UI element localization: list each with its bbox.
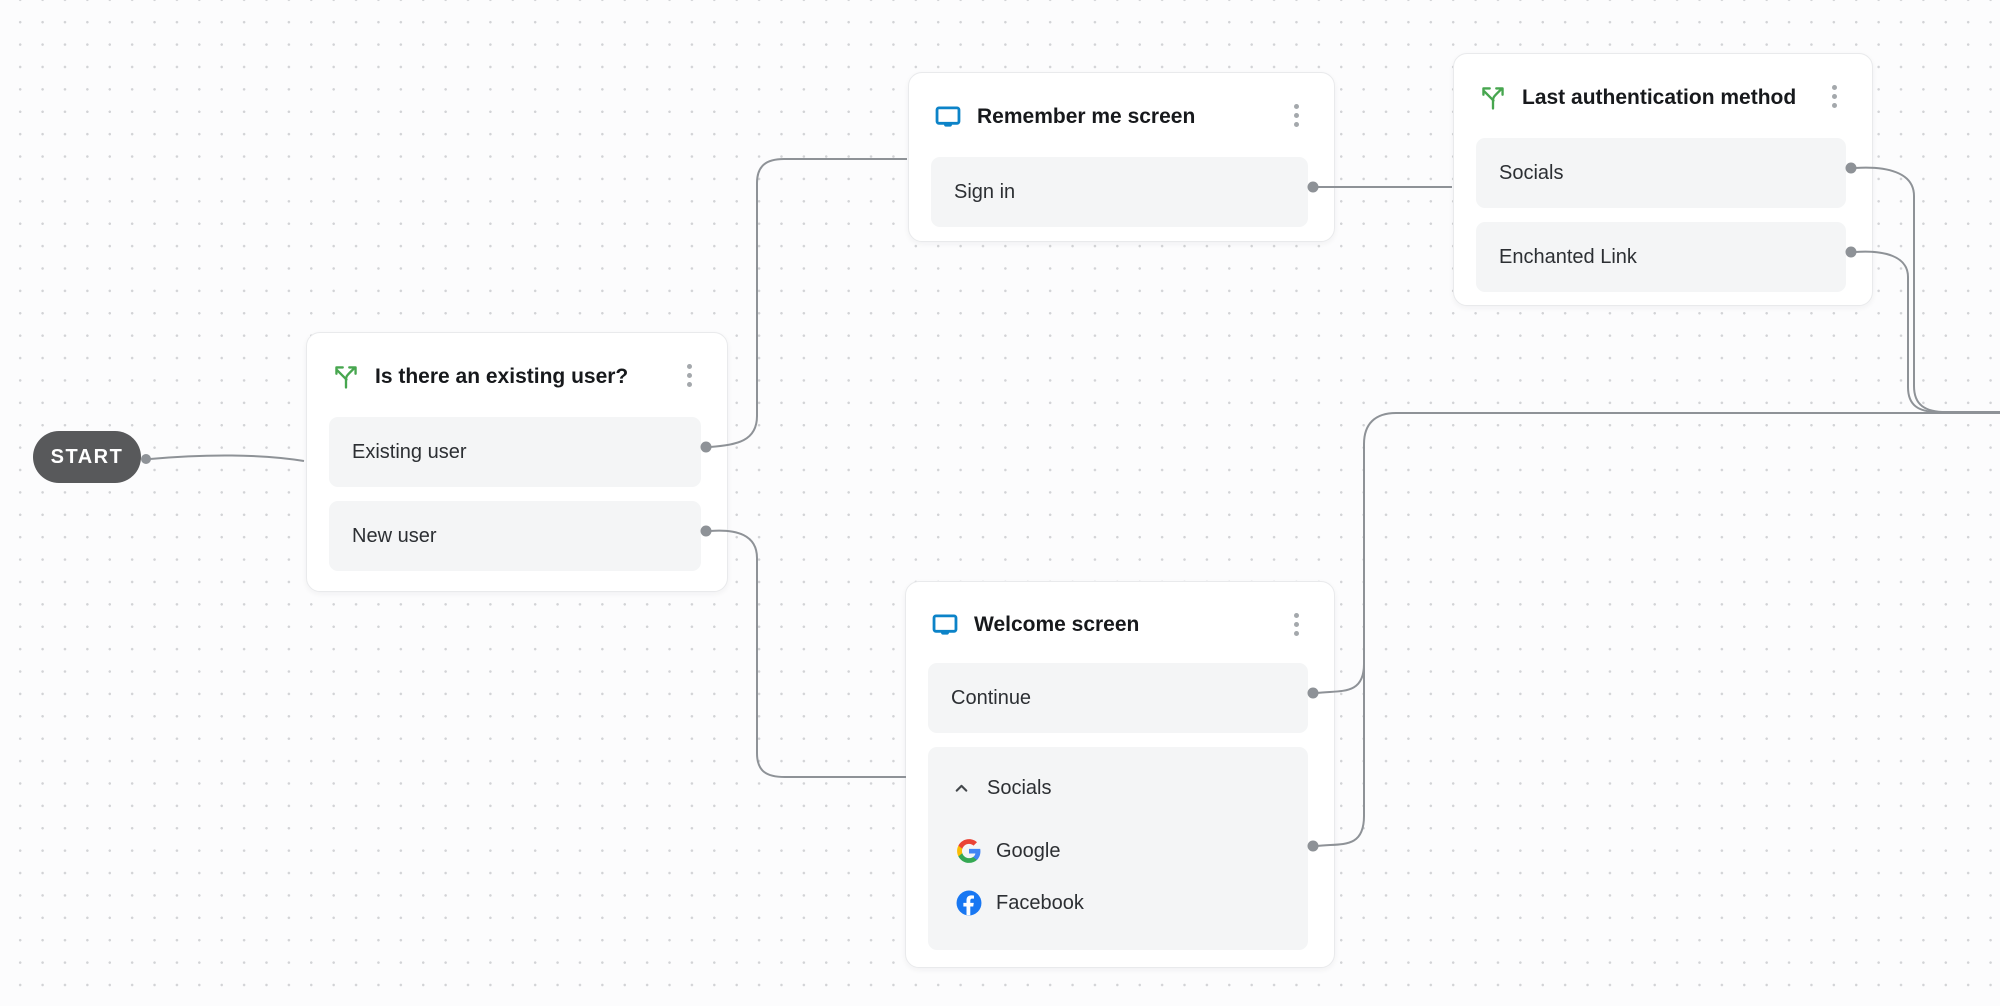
output-row-continue[interactable]: Continue	[928, 663, 1308, 733]
screen-icon	[934, 103, 962, 131]
google-icon	[956, 838, 982, 864]
output-row-socials[interactable]: Socials	[1476, 138, 1846, 208]
node-header: Welcome screen	[906, 582, 1334, 663]
socials-group-toggle[interactable]: Socials	[953, 766, 1308, 810]
port-start[interactable]	[141, 454, 151, 464]
start-label: START	[50, 445, 124, 468]
facebook-icon	[956, 890, 982, 916]
branch-split-icon	[332, 363, 360, 391]
node-header: Remember me screen	[909, 73, 1334, 157]
output-row-existing-user[interactable]: Existing user	[329, 417, 701, 487]
node-welcome-screen[interactable]: Welcome screen Continue Socials	[905, 581, 1335, 968]
connector-existing-to-remember[interactable]	[709, 158, 907, 448]
node-header: Is there an existing user?	[307, 333, 727, 417]
socials-group: Socials Google	[928, 747, 1308, 950]
node-remember-me-screen[interactable]: Remember me screen Sign in	[908, 72, 1335, 242]
connector-socials-exit[interactable]	[1854, 166, 2000, 413]
node-menu-button[interactable]	[1292, 102, 1301, 129]
branch-split-icon	[1479, 84, 1507, 112]
node-menu-button[interactable]	[685, 362, 694, 389]
screen-icon	[931, 611, 959, 639]
node-title: Is there an existing user?	[375, 365, 629, 388]
output-row-enchanted-link[interactable]: Enchanted Link	[1476, 222, 1846, 292]
connector-new-to-welcome[interactable]	[709, 529, 906, 778]
output-row-new-user[interactable]: New user	[329, 501, 701, 571]
socials-group-label: Socials	[987, 776, 1052, 799]
node-last-auth-method[interactable]: Last authentication method Socials Encha…	[1453, 53, 1873, 306]
start-node[interactable]: START	[33, 431, 141, 483]
node-title: Welcome screen	[974, 612, 1140, 636]
connector-enchanted-exit[interactable]	[1854, 250, 2000, 413]
node-menu-button[interactable]	[1830, 83, 1839, 110]
chevron-up-icon[interactable]	[953, 780, 970, 797]
output-row-facebook[interactable]: Facebook	[956, 877, 1308, 929]
connector-start-to-condition[interactable]	[149, 454, 305, 462]
connector-continue-exit[interactable]	[1316, 412, 2000, 694]
node-title: Last authentication method	[1522, 86, 1797, 109]
node-title: Remember me screen	[977, 105, 1196, 128]
node-header: Last authentication method	[1454, 54, 1872, 138]
output-row-sign-in[interactable]: Sign in	[931, 157, 1308, 227]
output-row-google[interactable]: Google	[956, 825, 1308, 877]
node-existing-user-condition[interactable]: Is there an existing user? Existing user…	[306, 332, 728, 592]
node-menu-button[interactable]	[1292, 611, 1301, 638]
